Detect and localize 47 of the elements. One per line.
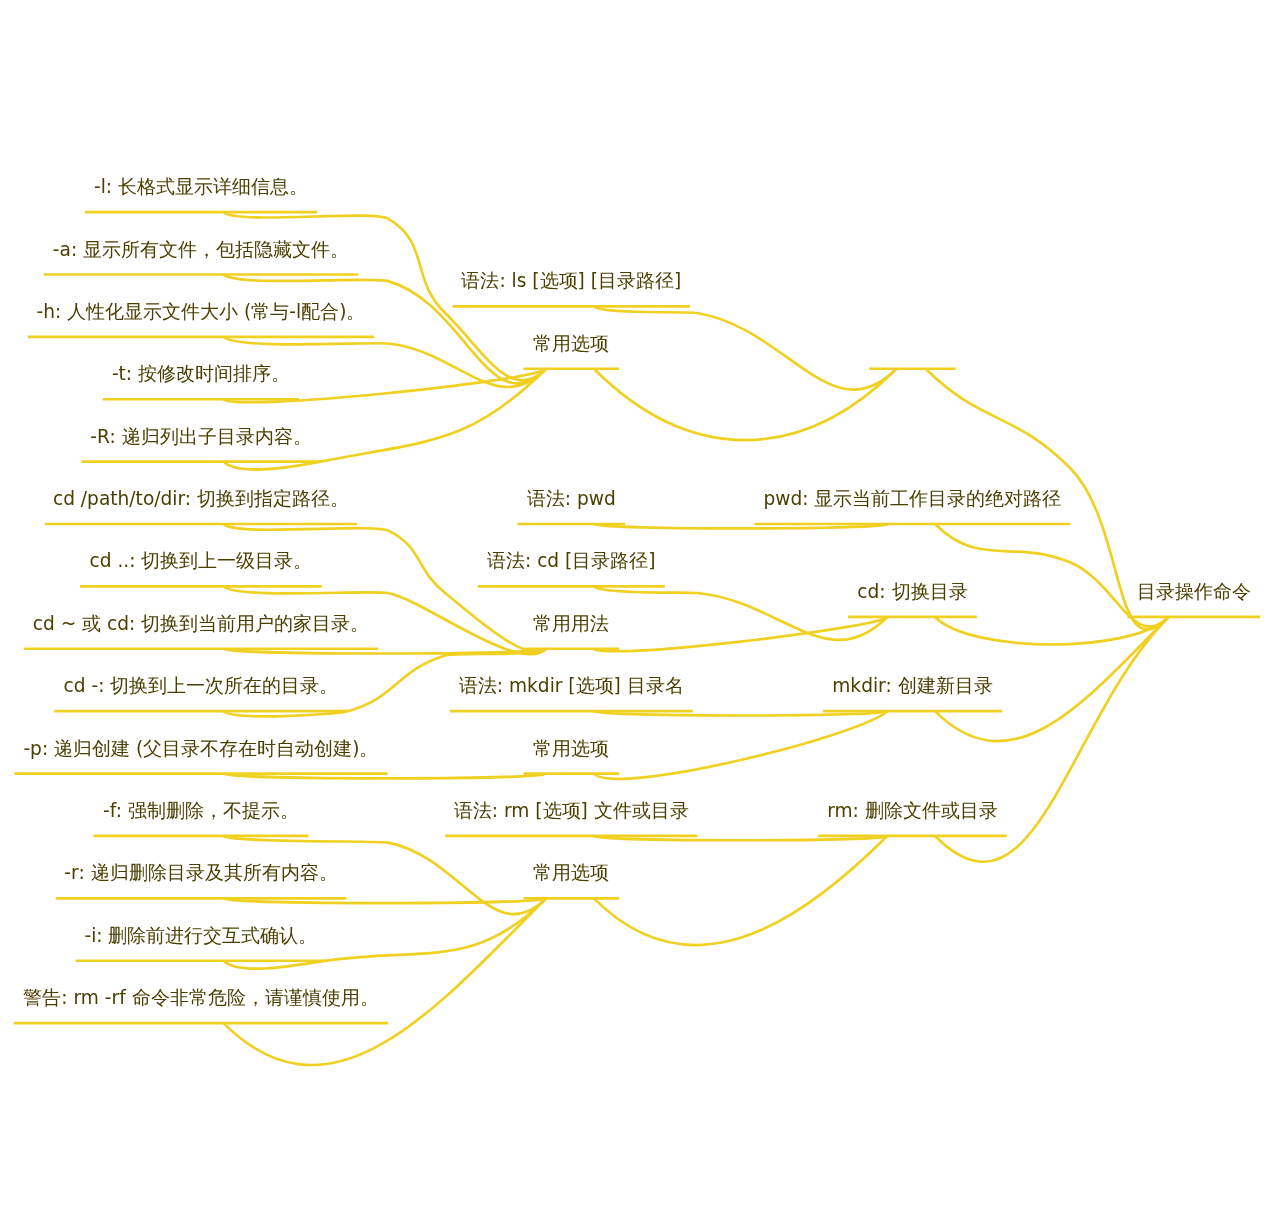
connector bbox=[593, 522, 888, 530]
node-text: -t: 按修改时间排序。 bbox=[111, 362, 291, 384]
node-text: 常用选项 bbox=[533, 737, 610, 759]
connector bbox=[222, 522, 547, 653]
node-text: 语法: mkdir [选项] 目录名 bbox=[458, 674, 684, 696]
connector bbox=[223, 896, 547, 904]
node-text: cd ~ 或 cd: 切换到当前用户的家目录。 bbox=[32, 612, 370, 634]
connector bbox=[593, 834, 889, 946]
node-text: cd ..: 切换到上一级目录。 bbox=[89, 549, 313, 571]
node-text: 常用选项 bbox=[533, 861, 610, 883]
node-text: 常用选项 bbox=[533, 332, 610, 354]
connector bbox=[592, 367, 898, 441]
node-text: cd /path/to/dir: 切换到指定路径。 bbox=[52, 487, 349, 509]
connector bbox=[593, 834, 888, 842]
connector bbox=[593, 709, 888, 780]
node-text: -a: 显示所有文件，包括隐藏文件。 bbox=[52, 238, 350, 259]
node-text: 语法: pwd bbox=[526, 487, 616, 509]
node-text: -l: 长格式显示详细信息。 bbox=[93, 175, 308, 197]
node-text: -h: 人性化显示文件大小 (常与-l配合)。 bbox=[36, 300, 366, 322]
connector bbox=[222, 896, 547, 970]
node-text: -f: 强制删除，不提示。 bbox=[103, 799, 299, 821]
node-text: 语法: rm [选项] 文件或目录 bbox=[453, 799, 689, 821]
node-text: 常用用法 bbox=[533, 612, 610, 634]
node-text: rm: 删除文件或目录 bbox=[827, 799, 998, 821]
connector bbox=[593, 615, 888, 653]
node-text: 目录操作命令 bbox=[1136, 580, 1251, 602]
connector bbox=[222, 896, 548, 1066]
connector bbox=[222, 647, 547, 718]
node-text: cd: 切换目录 bbox=[857, 580, 968, 602]
node-text: mkdir: 创建新目录 bbox=[832, 674, 993, 696]
connector bbox=[223, 647, 547, 655]
node-text: -p: 递归创建 (父目录不存在时自动创建)。 bbox=[23, 737, 379, 759]
connector bbox=[593, 709, 888, 717]
node-text: -r: 递归删除目录及其所有内容。 bbox=[64, 861, 338, 883]
node-text: cd -: 切换到上一次所在的目录。 bbox=[63, 674, 339, 696]
node-text: 语法: cd [目录路径] bbox=[487, 549, 656, 571]
node-text: 语法: ls [选项] [目录路径] bbox=[461, 269, 682, 291]
node-text: pwd: 显示当前工作目录的绝对路径 bbox=[763, 487, 1062, 509]
connector bbox=[223, 834, 547, 915]
node-text: -R: 递归列出子目录内容。 bbox=[90, 425, 312, 447]
connector bbox=[934, 615, 1170, 863]
connector bbox=[223, 771, 547, 780]
connector bbox=[222, 584, 547, 655]
connector bbox=[222, 367, 547, 471]
node-text: -i: 删除前进行交互式确认。 bbox=[84, 924, 318, 946]
connector bbox=[593, 584, 889, 641]
node-text: 警告: rm -rf 命令非常危险，请谨慎使用。 bbox=[23, 986, 379, 1008]
